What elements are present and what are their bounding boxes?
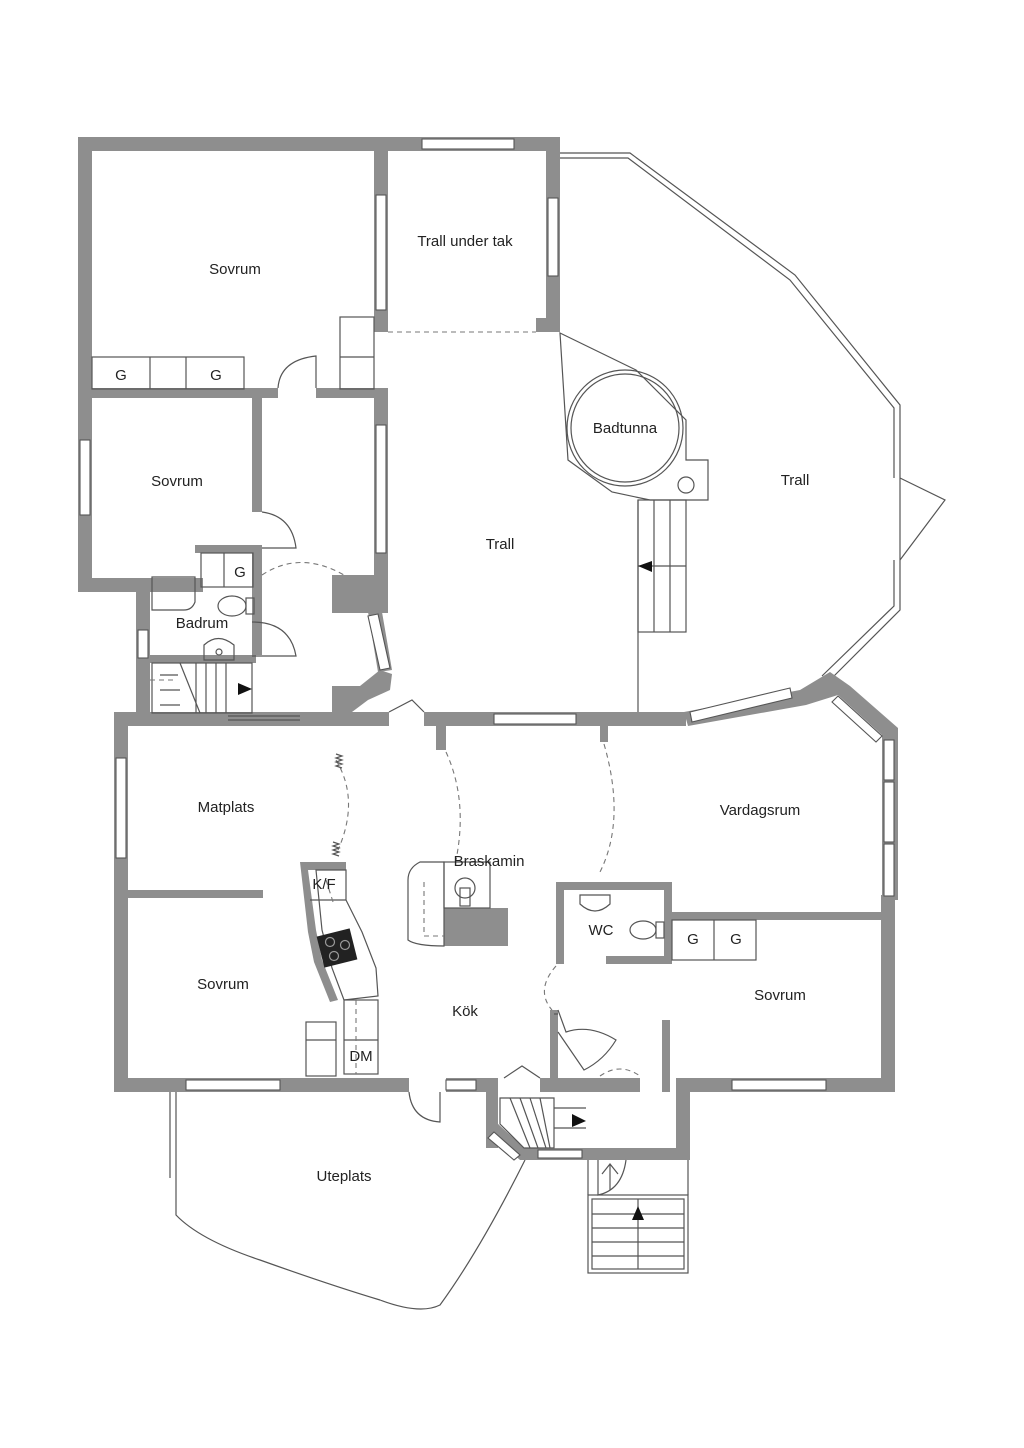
room-label-vardagsrum: Vardagsrum xyxy=(720,802,801,819)
window xyxy=(185,1079,281,1091)
room-label-trall-under-tak: Trall under tak xyxy=(417,233,513,250)
window xyxy=(137,629,149,659)
window xyxy=(115,757,127,859)
room-label-badtunna: Badtunna xyxy=(593,420,658,437)
window xyxy=(367,613,391,671)
room-label-sovrum: Sovrum xyxy=(151,473,203,490)
room-label-trall: Trall xyxy=(486,536,515,553)
window xyxy=(547,197,559,277)
coil-symbols xyxy=(331,753,344,857)
wardrobe-label: G xyxy=(115,367,127,384)
openings xyxy=(150,331,641,1077)
room-label-uteplats: Uteplats xyxy=(316,1168,371,1185)
dishwasher-label: DM xyxy=(349,1048,372,1065)
window xyxy=(883,781,895,843)
stair-arrow-icon xyxy=(572,1114,586,1127)
window xyxy=(375,194,387,311)
window xyxy=(883,843,895,897)
room-label-trall: Trall xyxy=(781,472,810,489)
stair-arrow-icon xyxy=(632,1206,644,1220)
wardrobe-label: G xyxy=(234,564,246,581)
wardrobe-label: G xyxy=(730,931,742,948)
window xyxy=(689,687,793,723)
window xyxy=(421,138,515,150)
window xyxy=(445,1079,477,1091)
window xyxy=(831,695,883,743)
room-label-badrum: Badrum xyxy=(176,615,229,632)
fixtures xyxy=(91,316,757,1274)
wardrobe-label: G xyxy=(687,931,699,948)
room-label-sovrum: Sovrum xyxy=(197,976,249,993)
window xyxy=(79,439,91,516)
walls xyxy=(78,137,898,1160)
wardrobe-label: G xyxy=(210,367,222,384)
room-label-kok: Kök xyxy=(452,1003,478,1020)
doors xyxy=(228,355,946,1196)
window xyxy=(375,424,387,554)
window xyxy=(487,1131,521,1161)
room-label-sovrum: Sovrum xyxy=(754,987,806,1004)
stair-arrow-icon xyxy=(638,561,652,572)
room-label-braskamin: Braskamin xyxy=(454,853,525,870)
window xyxy=(731,1079,827,1091)
terrace-outline xyxy=(169,1090,526,1310)
window xyxy=(537,1149,583,1159)
window xyxy=(883,739,895,781)
stair-arrow-icon xyxy=(238,683,252,695)
fridge-freezer-label: K/F xyxy=(312,876,335,893)
room-label-wc: WC xyxy=(589,922,614,939)
window xyxy=(493,713,577,725)
room-label-matplats: Matplats xyxy=(198,799,255,816)
windows xyxy=(79,138,895,1161)
room-label-sovrum: Sovrum xyxy=(209,261,261,278)
